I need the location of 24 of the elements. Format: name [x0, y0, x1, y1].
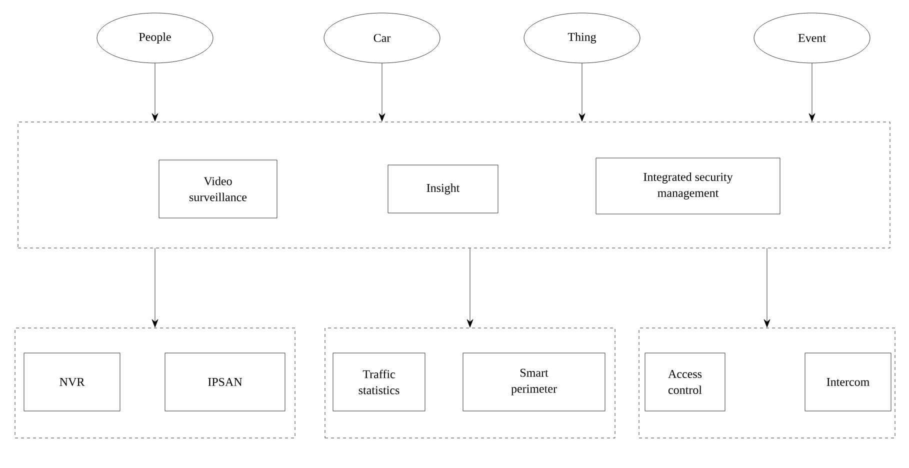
- ellipse-node: Event: [754, 12, 870, 64]
- process-box: IPSAN: [164, 352, 286, 412]
- arrow: [808, 63, 816, 122]
- process-box: Traffic statistics: [332, 352, 426, 412]
- ellipse-node: People: [96, 12, 214, 64]
- process-box: Insight: [388, 164, 498, 214]
- process-box: Integrated security management: [596, 158, 780, 214]
- arrow: [764, 248, 770, 328]
- dashed-group-box: [324, 328, 616, 438]
- process-box: Smart perimeter: [462, 352, 606, 412]
- ellipse-node: Car: [324, 12, 440, 64]
- dashed-group-box: [18, 122, 890, 248]
- arrow: [152, 63, 158, 122]
- arrow: [152, 248, 158, 328]
- dashed-group-box: [638, 328, 896, 438]
- dashed-group-box: [14, 328, 296, 438]
- process-box: Access control: [644, 352, 726, 412]
- arrow: [466, 248, 474, 328]
- ellipse-node: Thing: [524, 12, 640, 64]
- process-box: Intercom: [804, 352, 892, 412]
- process-box: NVR: [24, 352, 120, 412]
- arrow: [378, 63, 386, 122]
- arrow: [578, 63, 586, 122]
- process-box: Video surveillance: [158, 160, 278, 218]
